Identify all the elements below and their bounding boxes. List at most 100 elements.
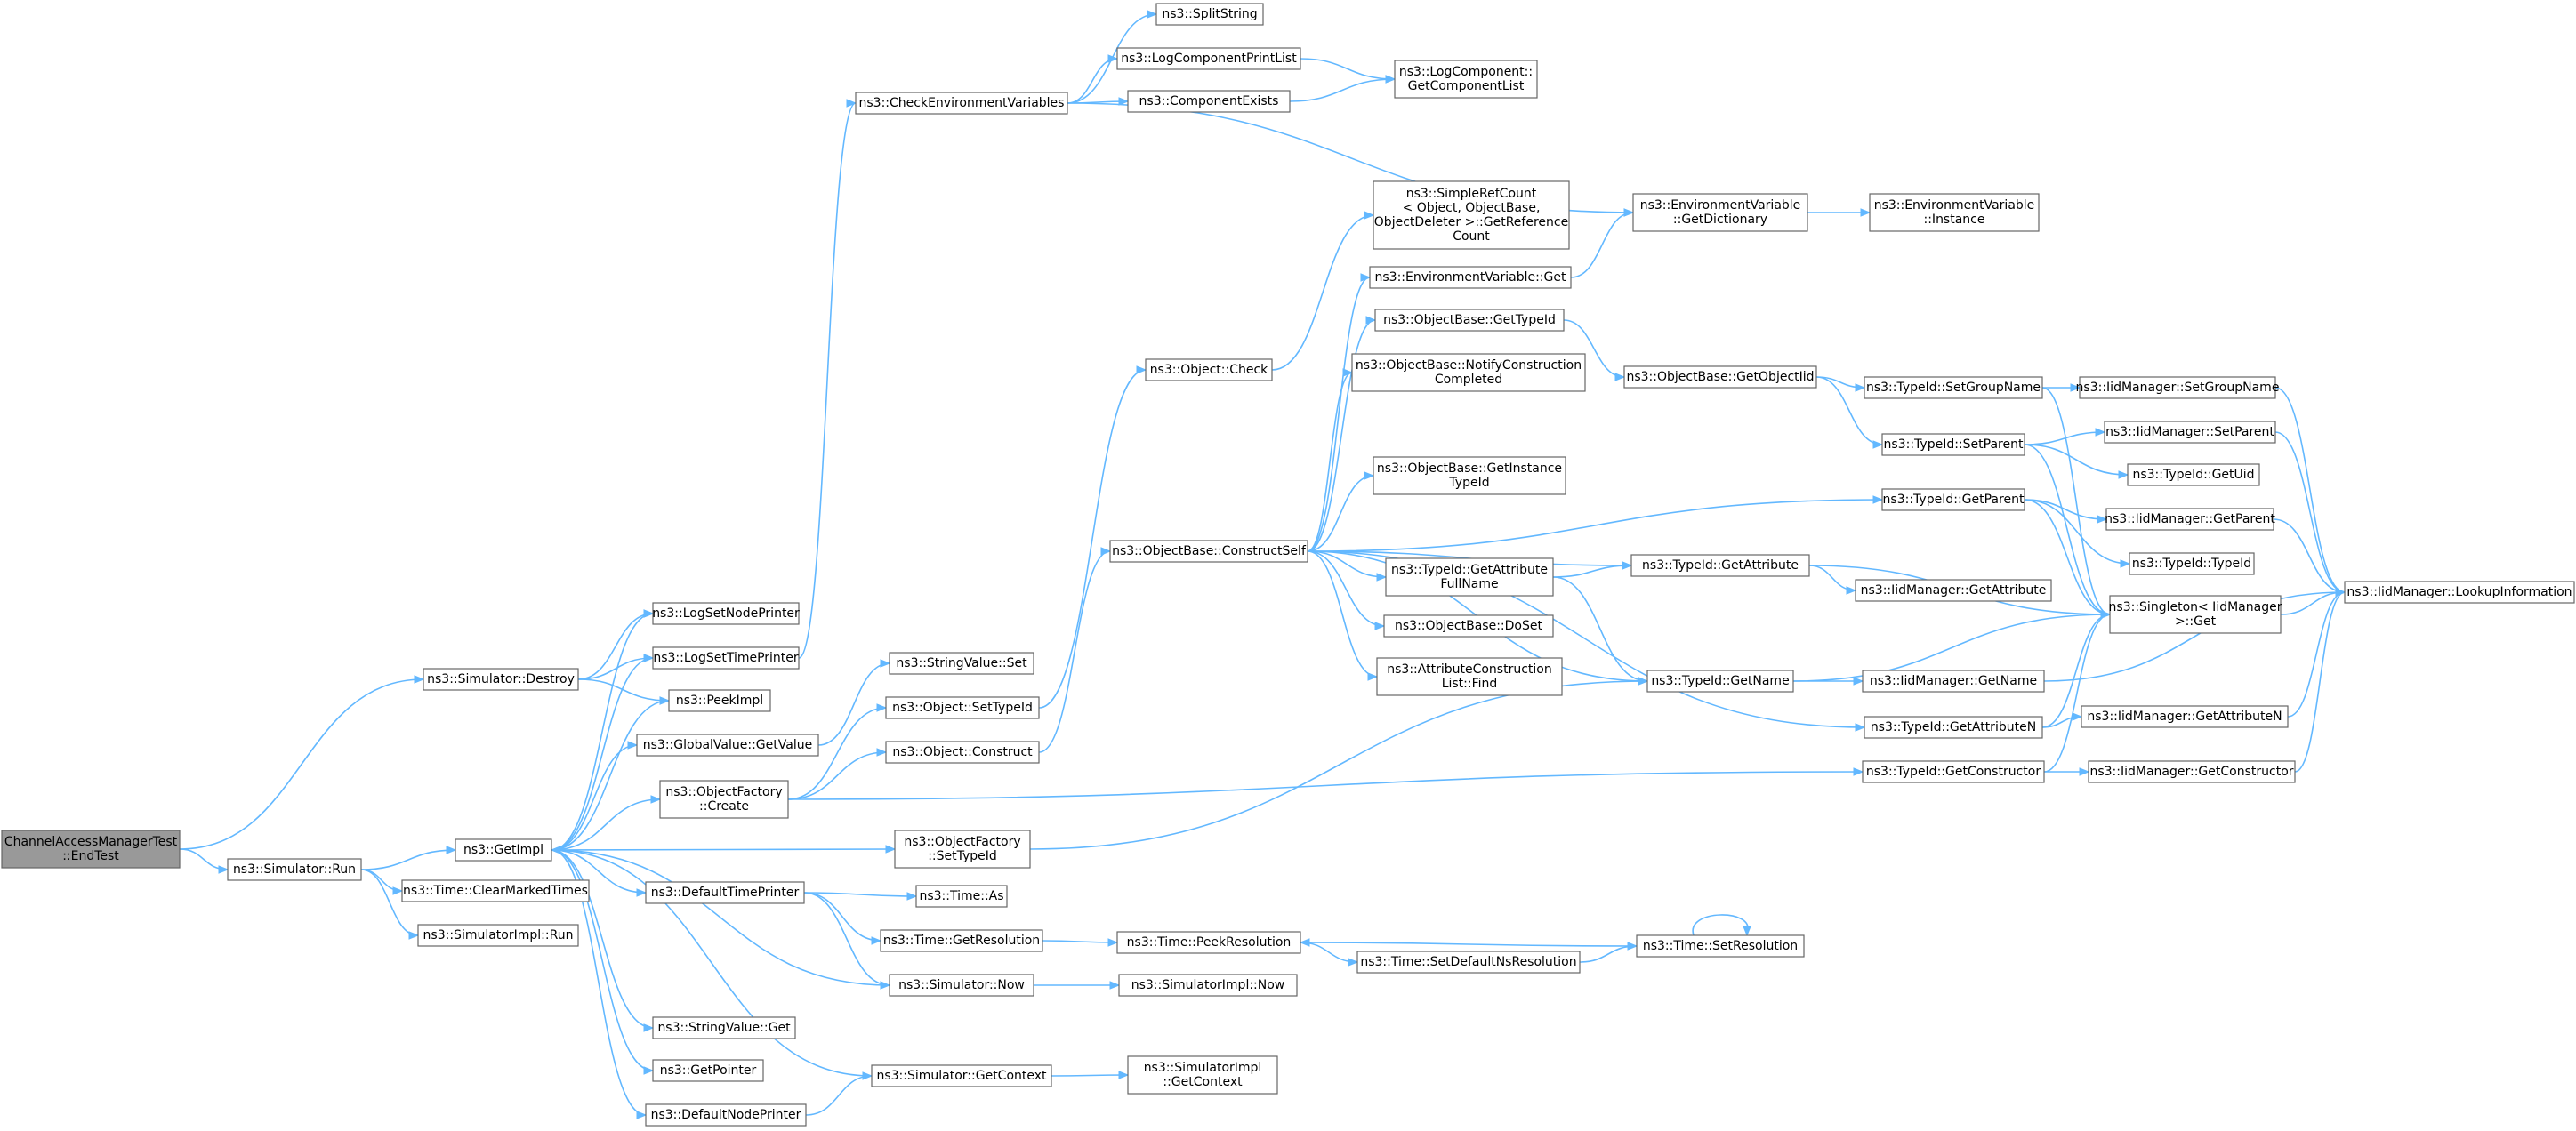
node-box[interactable] xyxy=(652,1059,764,1082)
node-box[interactable] xyxy=(423,668,579,691)
node-iidGetParent[interactable]: ns3::IidManager::GetParent xyxy=(2105,508,2275,531)
node-iidGetAttr[interactable]: ns3::IidManager::GetAttribute xyxy=(1855,579,2052,602)
node-svSet[interactable]: ns3::StringValue::Set xyxy=(889,652,1034,675)
node-obNotify[interactable]: ns3::ObjectBase::NotifyConstructionCompl… xyxy=(1351,353,1586,392)
node-envInst[interactable]: ns3::EnvironmentVariable::Instance xyxy=(1869,193,2040,232)
node-box[interactable] xyxy=(1374,309,1565,332)
node-ofCreate[interactable]: ns3::ObjectFactory::Create xyxy=(659,780,789,819)
node-timePeekRes[interactable]: ns3::Time::PeekResolution xyxy=(1116,931,1301,954)
node-box[interactable] xyxy=(401,879,590,902)
node-simNow[interactable]: ns3::Simulator::Now xyxy=(889,974,1034,997)
node-obGetOid[interactable]: ns3::ObjectBase::GetObjectIid xyxy=(1623,365,1817,389)
node-box[interactable] xyxy=(855,92,1068,115)
node-defNode[interactable]: ns3::DefaultNodePrinter xyxy=(645,1103,807,1127)
node-timeGetRes[interactable]: ns3::Time::GetResolution xyxy=(880,929,1043,952)
node-box[interactable] xyxy=(2079,376,2276,399)
node-box[interactable] xyxy=(668,689,771,712)
node-box[interactable] xyxy=(1855,579,2052,602)
node-box[interactable] xyxy=(659,780,789,819)
node-logCompPrint[interactable]: ns3::LogComponentPrintList xyxy=(1116,47,1301,70)
node-iidSetParent[interactable]: ns3::IidManager::SetParent xyxy=(2104,421,2276,444)
node-box[interactable] xyxy=(885,696,1040,719)
node-box[interactable] xyxy=(2344,581,2575,604)
node-box[interactable] xyxy=(1869,193,2040,232)
node-box[interactable] xyxy=(455,838,552,862)
node-box[interactable] xyxy=(880,929,1043,952)
node-box[interactable] xyxy=(1623,365,1817,389)
node-envGetDict[interactable]: ns3::EnvironmentVariable::GetDictionary xyxy=(1632,193,1808,232)
node-box[interactable] xyxy=(2109,595,2282,634)
node-simImplGetCtx[interactable]: ns3::SimulatorImpl::GetContext xyxy=(1127,1055,1278,1095)
node-logTime[interactable]: ns3::LogSetTimePrinter xyxy=(652,646,800,670)
node-objCheck[interactable]: ns3::Object::Check xyxy=(1145,358,1273,381)
node-simGetCtx[interactable]: ns3::Simulator::GetContext xyxy=(871,1064,1052,1087)
node-box[interactable] xyxy=(1373,180,1570,250)
node-box[interactable] xyxy=(1394,60,1538,99)
node-box[interactable] xyxy=(652,602,800,625)
node-timeClear[interactable]: ns3::Time::ClearMarkedTimes xyxy=(401,879,590,902)
node-root[interactable]: ChannelAccessManagerTest::EndTest xyxy=(1,830,181,869)
node-box[interactable] xyxy=(889,974,1034,997)
node-box[interactable] xyxy=(636,734,819,757)
node-box[interactable] xyxy=(2081,705,2289,728)
node-compExists[interactable]: ns3::ComponentExists xyxy=(1127,90,1291,113)
node-defTime[interactable]: ns3::DefaultTimePrinter xyxy=(645,881,805,904)
node-obConstructSelf[interactable]: ns3::ObjectBase::ConstructSelf xyxy=(1109,540,1308,563)
node-box[interactable] xyxy=(645,881,805,904)
node-box[interactable] xyxy=(1109,540,1308,563)
node-box[interactable] xyxy=(1373,456,1566,495)
node-box[interactable] xyxy=(1127,90,1291,113)
node-box[interactable] xyxy=(1864,716,2043,739)
node-iidGetAttrN[interactable]: ns3::IidManager::GetAttributeN xyxy=(2081,705,2289,728)
node-box[interactable] xyxy=(885,741,1040,764)
node-obGetTid[interactable]: ns3::ObjectBase::GetTypeId xyxy=(1374,309,1565,332)
node-box[interactable] xyxy=(1376,657,1563,696)
node-box[interactable] xyxy=(1383,614,1554,638)
node-tidSetParent[interactable]: ns3::TypeId::SetParent xyxy=(1881,433,2025,456)
node-box[interactable] xyxy=(1356,951,1581,974)
node-box[interactable] xyxy=(2088,760,2296,783)
node-box[interactable] xyxy=(1116,931,1301,954)
node-box[interactable] xyxy=(871,1064,1052,1087)
node-timeSetRes[interactable]: ns3::Time::SetResolution xyxy=(1636,934,1805,958)
node-iidGetName[interactable]: ns3::IidManager::GetName xyxy=(1862,670,2045,693)
node-box[interactable] xyxy=(417,924,579,947)
node-box[interactable] xyxy=(1155,3,1264,26)
node-box[interactable] xyxy=(1632,193,1808,232)
node-logNode[interactable]: ns3::LogSetNodePrinter xyxy=(652,602,800,625)
node-box[interactable] xyxy=(1145,358,1273,381)
node-tidSetGroup[interactable]: ns3::TypeId::SetGroupName xyxy=(1864,376,2043,399)
node-box[interactable] xyxy=(1646,670,1794,693)
node-tidTypeId[interactable]: ns3::TypeId::TypeId xyxy=(2129,552,2255,575)
node-box[interactable] xyxy=(1862,670,2045,693)
node-checkEnv[interactable]: ns3::CheckEnvironmentVariables xyxy=(855,92,1068,115)
node-box[interactable] xyxy=(1369,266,1572,289)
node-singleton[interactable]: ns3::Singleton< IidManager>::Get xyxy=(2109,595,2282,634)
node-iidSetGroup[interactable]: ns3::IidManager::SetGroupName xyxy=(2076,376,2280,399)
node-iidLookup[interactable]: ns3::IidManager::LookupInformation xyxy=(2344,581,2575,604)
node-obDoSet[interactable]: ns3::ObjectBase::DoSet xyxy=(1383,614,1554,638)
node-box[interactable] xyxy=(1881,433,2025,456)
node-iidGetCtor[interactable]: ns3::IidManager::GetConstructor xyxy=(2088,760,2296,783)
node-tidGetName[interactable]: ns3::TypeId::GetName xyxy=(1646,670,1794,693)
node-box[interactable] xyxy=(2105,508,2274,531)
node-timeSetDefNs[interactable]: ns3::Time::SetDefaultNsResolution xyxy=(1356,951,1581,974)
node-tidGetUid[interactable]: ns3::TypeId::GetUid xyxy=(2127,463,2260,486)
node-box[interactable] xyxy=(645,1103,807,1127)
node-box[interactable] xyxy=(1630,554,1810,577)
node-box[interactable] xyxy=(1864,376,2043,399)
node-box[interactable] xyxy=(1127,1055,1278,1095)
node-logCompList[interactable]: ns3::LogComponent::GetComponentList xyxy=(1394,60,1538,99)
node-box[interactable] xyxy=(227,858,362,881)
node-peekImpl[interactable]: ns3::PeekImpl xyxy=(668,689,771,712)
node-tidGetAttrN[interactable]: ns3::TypeId::GetAttributeN xyxy=(1864,716,2043,739)
node-splitStr[interactable]: ns3::SplitString xyxy=(1155,3,1264,26)
node-box[interactable] xyxy=(894,830,1031,869)
node-box[interactable] xyxy=(652,646,800,670)
node-tidGetCtor[interactable]: ns3::TypeId::GetConstructor xyxy=(1862,760,2045,783)
node-box[interactable] xyxy=(1385,557,1554,597)
node-box[interactable] xyxy=(2129,552,2255,575)
